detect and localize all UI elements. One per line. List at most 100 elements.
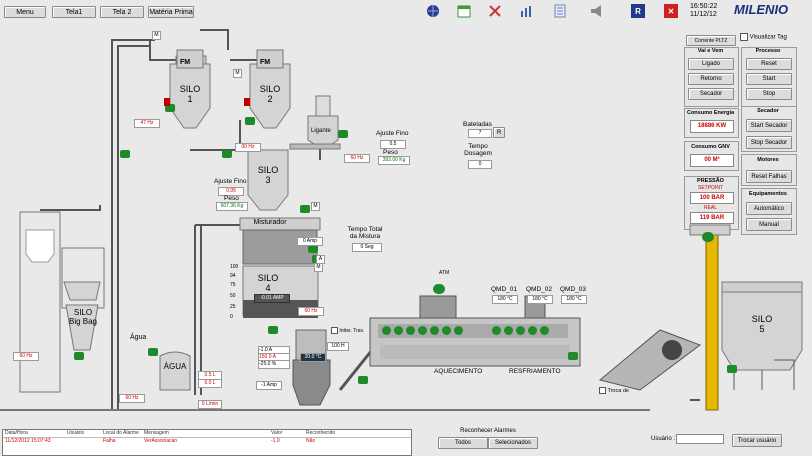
consumo-energia-value: 18886 KW [690, 120, 734, 133]
tela1-button[interactable]: Tela1 [52, 6, 96, 18]
reset-button[interactable]: Reset [746, 58, 792, 70]
setpoint-value[interactable]: 100 BAR [690, 192, 734, 204]
r-badge-icon[interactable]: R [631, 4, 645, 18]
resfriamento-label: RESFRIAMENTO [509, 368, 561, 375]
qmd1-label: QMD_01 [491, 286, 518, 293]
aquecimento-label: AQUECIMENTO [434, 368, 483, 375]
alarm-table[interactable]: Data/Hora Usuário Local do Alarme Mensag… [2, 429, 412, 456]
motor-fan-atm[interactable] [433, 284, 445, 294]
ajuste-fino-2-label: Ajuste Fino [214, 178, 247, 185]
secador-title: Secador [757, 108, 779, 114]
setpoint-label: SETPOINT [697, 185, 723, 191]
motor-bigbag[interactable] [74, 352, 84, 360]
m-badge-1[interactable]: M [152, 31, 161, 40]
clock-date: 11/12/12 [690, 11, 717, 18]
motor-conveyor-bottom[interactable] [358, 376, 368, 384]
troca-de-checkbox[interactable]: Troca de [599, 387, 629, 394]
reconhecer-title: Reconhecer Alarmes [460, 428, 516, 434]
ajuste-fino-1-value[interactable]: 0.5 [380, 140, 406, 149]
visualizar-tag-label: Visualizar Tag [749, 34, 787, 41]
start-secador-button[interactable]: Start Secador [746, 119, 792, 132]
m-badge-4[interactable]: M [314, 263, 323, 272]
menu-button[interactable]: Menu [4, 6, 46, 18]
hz-5: 60 Hz [119, 394, 145, 403]
bateladas-value: 7 [468, 129, 492, 138]
qmd2-label: QMD_02 [526, 286, 553, 293]
ligado-button[interactable]: Ligado [688, 58, 734, 70]
motor-cooler[interactable] [568, 352, 578, 360]
h-value: 100 H [327, 342, 349, 351]
pressao-title: PRESSÃO [697, 178, 724, 184]
peso-1-value: 392.00 Kg [378, 156, 410, 165]
m-badge-2[interactable]: M [233, 69, 242, 78]
todos-button[interactable]: Todos [438, 437, 488, 449]
hz-4: 60 Hz [13, 352, 39, 361]
materia-prima-button[interactable]: Matéria Prima [148, 6, 194, 18]
intertravamento-checkbox[interactable]: Intter. Trav. [331, 327, 364, 334]
cooler-fans [492, 326, 562, 336]
agua-tank-label: ÁGUA [163, 362, 187, 371]
qmd3-label: QMD_03 [560, 286, 587, 293]
peso-2-value: 607.36 Kg [216, 202, 248, 211]
qmd2-value: 180 °C [527, 295, 553, 304]
usuario-input[interactable] [676, 434, 724, 444]
consumo-energia-title: Consumo Energia [686, 110, 735, 116]
motor-conveyor-1[interactable] [120, 150, 130, 158]
motor-ligante[interactable] [338, 130, 348, 138]
motor-silo3[interactable] [300, 205, 310, 213]
bateladas-label: Bateladas [463, 121, 492, 128]
motor-silo2[interactable] [245, 117, 255, 125]
brand-logo: MILENIO [734, 2, 789, 17]
ajuste-fino-2-value[interactable]: 0.95 [218, 187, 244, 196]
consumo-gnv-title: Consumo GNV [691, 144, 730, 150]
motor-silo5[interactable] [727, 365, 737, 373]
motor-agua[interactable] [148, 348, 158, 356]
tela2-button[interactable]: Tela 2 [100, 6, 144, 18]
bateladas-reset-button[interactable]: R [493, 127, 505, 138]
trocar-usuario-button[interactable]: Trocar usuário [732, 434, 782, 447]
motor-elevator[interactable] [702, 232, 714, 242]
secador-button[interactable]: Secador [688, 88, 734, 100]
consumo-gnv-value: 00 M³ [690, 154, 734, 167]
a-badge[interactable]: A [316, 255, 325, 264]
retorno-button[interactable]: Retorno [688, 73, 734, 85]
silo4-amp: -0.01 AMP [254, 294, 290, 303]
clock-time: 16:50:22 [690, 3, 718, 10]
calendar-icon[interactable] [457, 4, 471, 18]
motor-silo1[interactable] [165, 104, 175, 112]
m-badge-3[interactable]: M [311, 202, 320, 211]
peso-1-label: Peso [383, 149, 398, 156]
stop-secador-button[interactable]: Stop Secador [746, 136, 792, 149]
horn-icon[interactable] [590, 4, 604, 18]
valve-silo2[interactable] [244, 98, 250, 106]
document-icon[interactable] [553, 4, 567, 18]
valve-silo1[interactable] [164, 98, 170, 106]
tools-icon[interactable] [488, 4, 502, 18]
tempo-total-value: 0 Seg [352, 243, 382, 252]
motor-silo4[interactable] [268, 326, 278, 334]
motor-conveyor-2[interactable] [222, 150, 232, 158]
motor-mixer[interactable] [308, 245, 318, 253]
reset-falhas-button[interactable]: Reset Falhas [746, 170, 792, 183]
table-row[interactable]: 11/12/2012 15:07:43 Falha VerAssociacan … [5, 438, 316, 444]
stop-button[interactable]: Stop [746, 88, 792, 100]
visualizar-tag-checkbox[interactable]: Visualizar Tag [740, 33, 787, 41]
automatico-button[interactable]: Automático [746, 202, 792, 215]
qmd1-value: 180 °C [492, 295, 518, 304]
hz-6: 60 Hz [298, 307, 324, 316]
chart-icon[interactable] [519, 4, 533, 18]
manual-button[interactable]: Manual [746, 218, 792, 231]
start-button[interactable]: Start [746, 73, 792, 85]
level-scale: 100 94 75 50 25 0 [230, 264, 239, 320]
real-label: REAL [703, 205, 718, 211]
globe-icon[interactable] [426, 4, 440, 18]
selecionados-button[interactable]: Selecionados [488, 437, 538, 449]
close-icon[interactable]: ✕ [664, 4, 678, 18]
silo2-tag: FM [260, 59, 271, 66]
corrente-pltz-button[interactable]: Corrente PLTZ [686, 35, 736, 46]
